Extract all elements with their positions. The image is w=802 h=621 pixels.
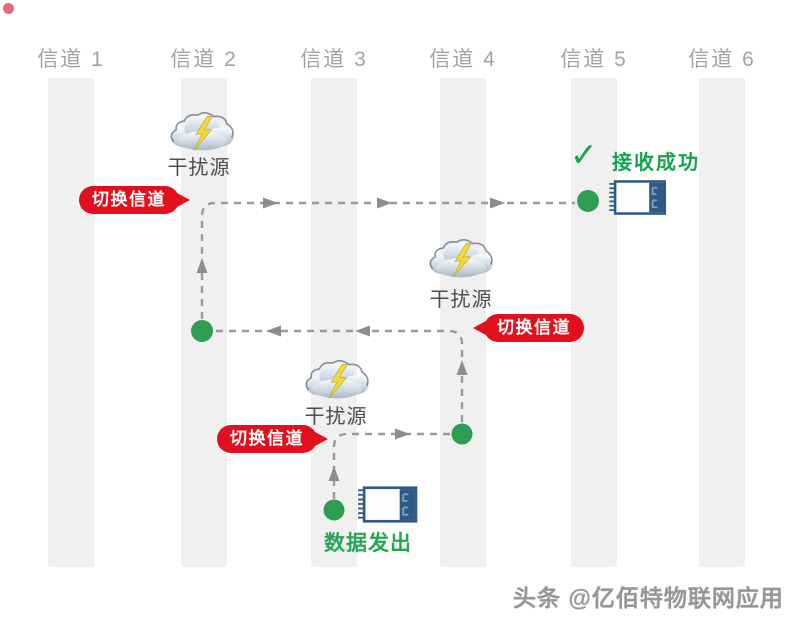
arrow-left-icon xyxy=(266,325,281,337)
channel-label-3: 信道 3 xyxy=(300,48,368,71)
channel-label-5: 信道 5 xyxy=(560,48,628,71)
channel-label-2: 信道 2 xyxy=(170,48,238,71)
switch-channel-badge-label: 切换信道 xyxy=(230,429,304,448)
receive-success-label: 接收成功 xyxy=(612,152,700,174)
sender-module-icon xyxy=(357,486,418,523)
interference-label-2: 干扰源 xyxy=(429,289,493,311)
data-sent-label: 数据发出 xyxy=(324,532,412,555)
switch-channel-badge-3: 切换信道 xyxy=(217,425,317,453)
switch-channel-badge-label: 切换信道 xyxy=(92,190,166,209)
watermark-text: 头条 @亿佰特物联网应用 xyxy=(513,585,784,611)
check-icon: ✓ xyxy=(570,136,598,173)
channel-label-1: 信道 1 xyxy=(37,48,105,71)
arrow-right-icon xyxy=(377,197,392,209)
channel-label-4: 信道 4 xyxy=(429,48,497,71)
arrow-right-icon xyxy=(263,197,278,209)
interference-label-1: 干扰源 xyxy=(167,157,231,179)
switch-channel-badge-1: 切换信道 xyxy=(79,186,179,214)
channel-bar-1 xyxy=(48,78,94,567)
channel-label-6: 信道 6 xyxy=(688,48,756,71)
receiver-module-icon xyxy=(608,180,667,215)
path-segment-3 xyxy=(200,201,575,319)
arrow-right-icon xyxy=(395,428,410,440)
switch-channel-badge-2: 切换信道 xyxy=(484,314,584,342)
red-corner-dot xyxy=(3,3,14,14)
arrow-left-icon xyxy=(355,325,370,337)
arrow-right-icon xyxy=(490,197,505,209)
interference-label-3: 干扰源 xyxy=(304,406,368,428)
channel-bar-6 xyxy=(699,78,745,567)
switch-channel-badge-label: 切换信道 xyxy=(497,318,571,337)
channel-bar-3 xyxy=(311,78,357,567)
